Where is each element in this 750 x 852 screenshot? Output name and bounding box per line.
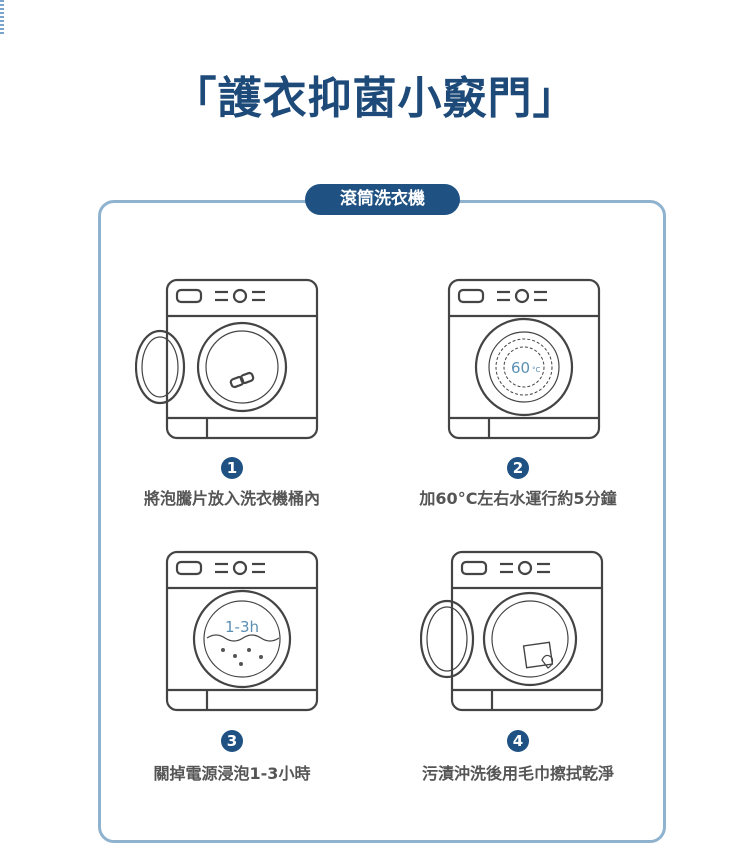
step-description: 將泡騰片放入洗衣機桶內 — [143, 489, 320, 508]
page-title: 「護衣抑菌小竅門」 — [172, 73, 578, 124]
washer-wipe-icon — [420, 550, 604, 712]
step-number-badge: 4 — [507, 730, 529, 752]
step-description: 關掉電源浸泡1-3小時 — [153, 764, 311, 783]
step-number-badge: 2 — [507, 457, 529, 479]
step-description: 污漬沖洗後用毛巾擦拭乾淨 — [421, 764, 614, 783]
temperature-text: 60 — [511, 359, 530, 377]
corner-mark — [0, 0, 4, 34]
duration-text: 1-3h — [225, 618, 259, 636]
washer-open-door-icon — [135, 278, 319, 440]
step-description: 加60°C左右水運行約5分鐘 — [419, 489, 617, 508]
section-label: 滾筒洗衣機 — [305, 184, 460, 215]
washer-soak-icon: 1-3h — [165, 550, 319, 712]
step-number-badge: 3 — [221, 730, 243, 752]
washer-hot-water-icon: 60 °C — [447, 278, 601, 440]
temperature-unit: °C — [532, 366, 541, 374]
step-number-badge: 1 — [221, 457, 243, 479]
